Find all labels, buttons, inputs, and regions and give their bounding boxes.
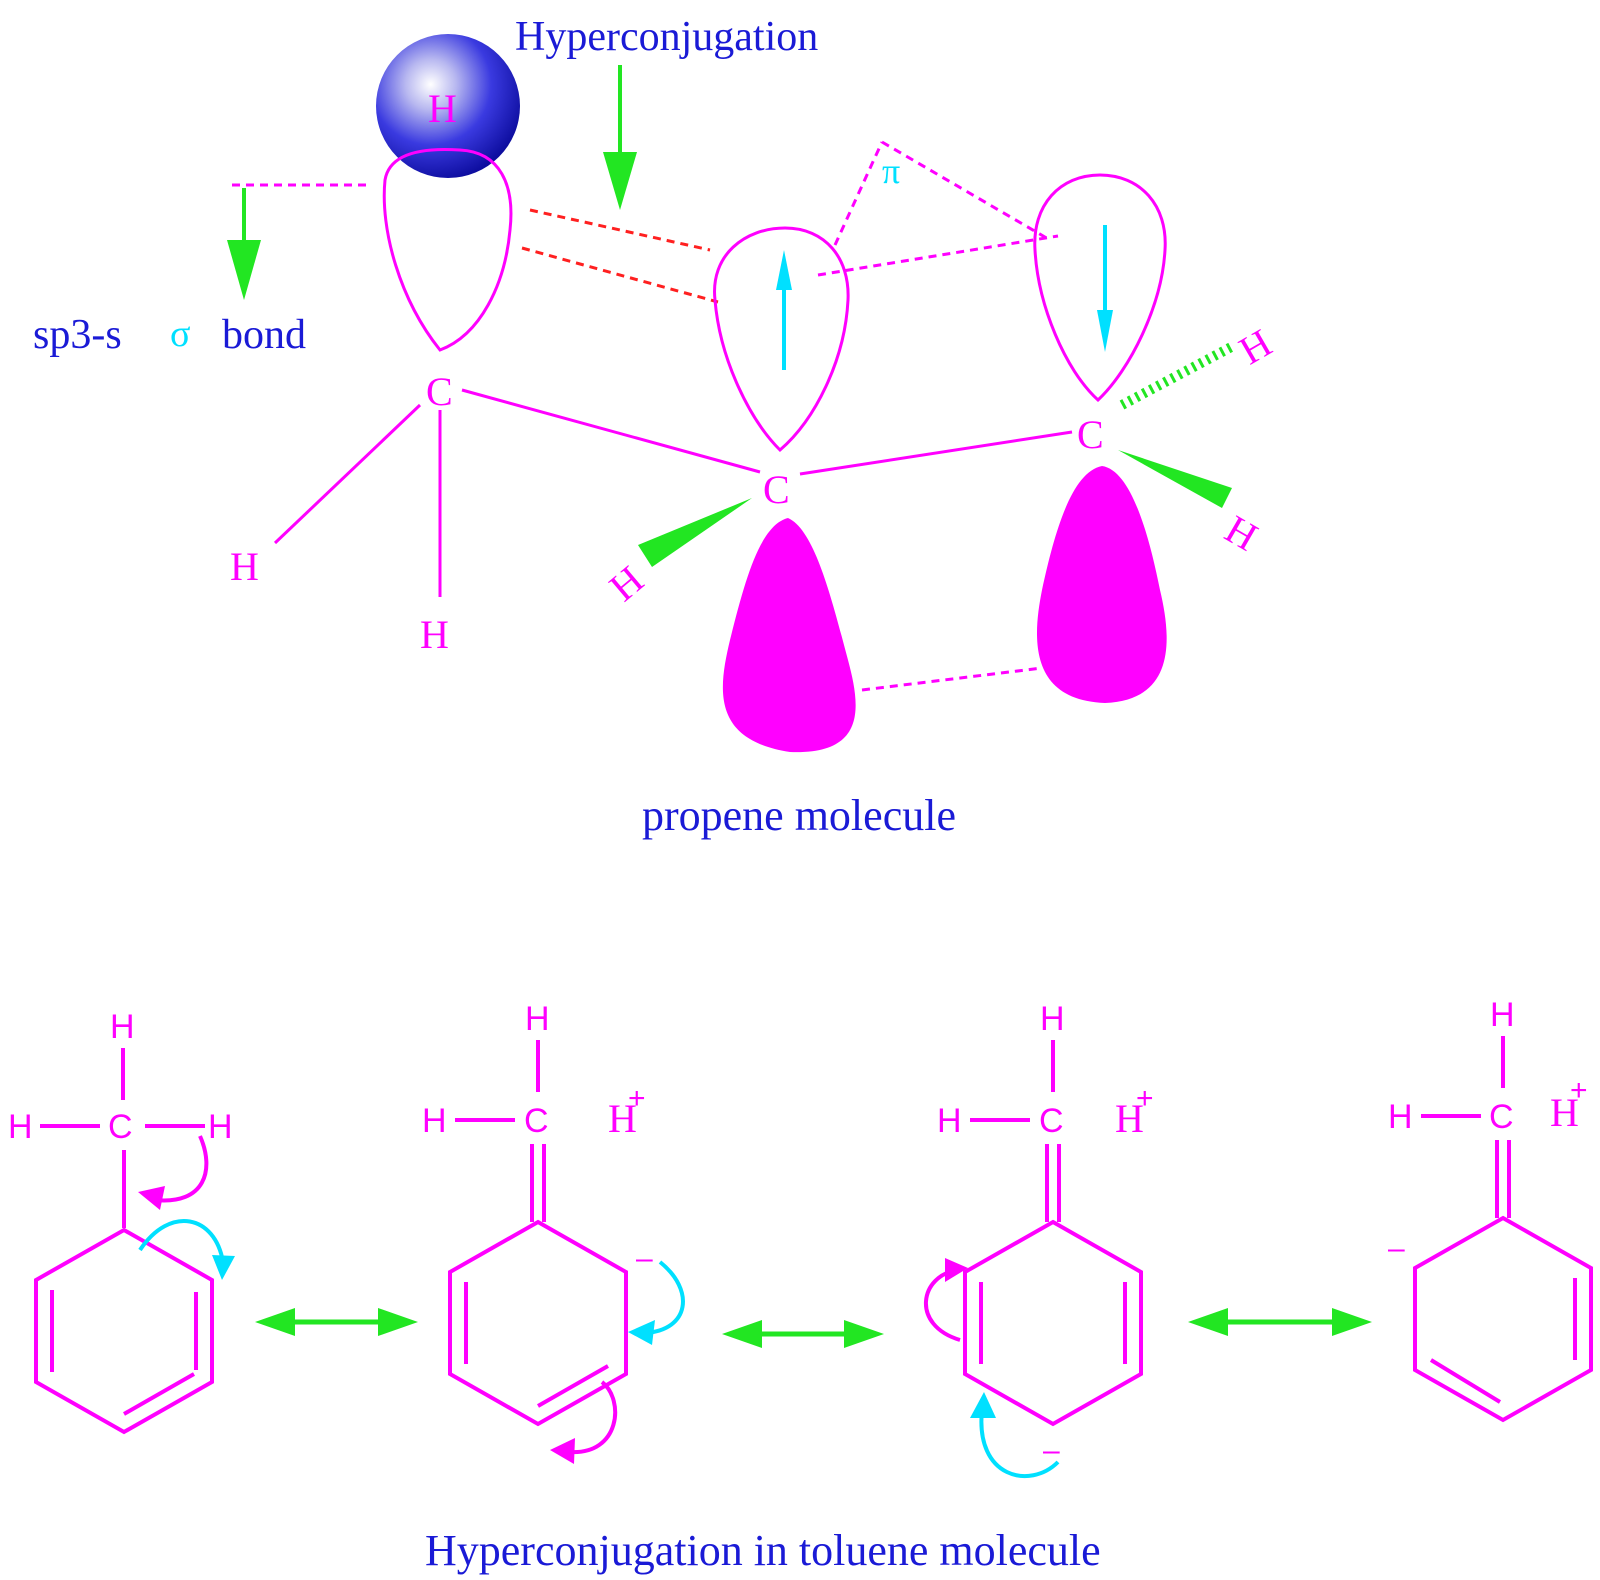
toluene-caption: Hyperconjugation in toluene molecule	[425, 1526, 1101, 1575]
s3-c: C	[1039, 1102, 1064, 1140]
s2-minus: –	[636, 1242, 653, 1275]
h-c2: H	[601, 557, 652, 610]
s3-h-plus: H	[1115, 1096, 1144, 1141]
resonance-arrow-3	[1188, 1308, 1372, 1336]
s4-minus: –	[1388, 1232, 1405, 1265]
s2-h-plus: H	[608, 1096, 637, 1141]
propene-caption: propene molecule	[642, 791, 956, 840]
s1-c: C	[108, 1108, 133, 1146]
h-c1-left: H	[230, 544, 259, 589]
toluene-structure-2: H H C H + –	[422, 1000, 685, 1464]
s2-c: C	[524, 1102, 549, 1140]
s4-h-plus: H	[1550, 1090, 1579, 1135]
lower-pi-dash	[861, 666, 1043, 692]
hyperconjugation-arrow	[603, 65, 637, 210]
sigma-arrow	[227, 188, 261, 300]
resonance-arrow-1	[255, 1308, 418, 1336]
s3-minus: –	[1043, 1434, 1060, 1467]
h-c1-down: H	[420, 612, 449, 657]
s1-h-top: H	[110, 1008, 135, 1046]
c3-h-wedge	[1118, 450, 1232, 508]
overlap-dash-2	[521, 246, 719, 304]
c1-c2-bond	[461, 388, 761, 474]
pi-dash-2	[881, 140, 1051, 242]
p-orbital-lower-right	[1036, 466, 1167, 703]
pi-dash-3	[817, 234, 1059, 277]
c3-h-hash	[1119, 340, 1238, 410]
s1-h-right: H	[208, 1108, 233, 1146]
s3-h-left: H	[937, 1102, 962, 1140]
sphere-h-label: H	[428, 86, 457, 131]
carbon-2: C	[763, 467, 790, 512]
spin-up-arrow	[776, 250, 792, 370]
sp3-lobe	[382, 147, 513, 352]
bond-label: bond	[222, 312, 306, 358]
pi-dash-1	[833, 141, 884, 246]
s2-h-top: H	[525, 1000, 550, 1038]
spin-down-arrow	[1097, 225, 1113, 352]
overlap-dash-1	[529, 208, 711, 252]
c2-h-wedge	[638, 498, 752, 567]
s4-c: C	[1489, 1098, 1514, 1136]
toluene-structure-3: H H C H + –	[924, 1000, 1154, 1479]
h-c3-lower: H	[1218, 506, 1266, 559]
s1-h-left: H	[8, 1108, 33, 1146]
sigma-symbol: σ	[170, 313, 190, 355]
p-orbital-upper-right	[1033, 173, 1167, 403]
s2-plus: +	[628, 1082, 646, 1115]
s4-h-left: H	[1388, 1098, 1413, 1136]
hydrogen-sphere: H	[376, 34, 520, 178]
c1-h-left-bond	[273, 403, 422, 545]
carbon-3: C	[1077, 412, 1104, 457]
h-c3-upper: H	[1232, 320, 1280, 373]
toluene-structure-1: H H C H	[8, 1008, 235, 1435]
s4-h-top: H	[1490, 996, 1515, 1034]
s3-h-top: H	[1040, 1000, 1065, 1038]
sp3s-label: sp3-s	[33, 312, 122, 358]
carbon-1: C	[426, 369, 453, 414]
toluene-structure-4: H H C H + –	[1388, 996, 1593, 1423]
c2-c3-bond	[799, 430, 1073, 476]
resonance-arrow-2	[722, 1320, 884, 1348]
p-orbital-upper-middle	[713, 226, 850, 453]
p-orbital-lower-middle	[722, 518, 856, 753]
pi-symbol: π	[882, 151, 900, 191]
hyperconjugation-label: Hyperconjugation	[515, 14, 818, 60]
s3-plus: +	[1136, 1082, 1154, 1115]
s4-plus: +	[1570, 1074, 1588, 1107]
s2-h-left: H	[422, 1102, 447, 1140]
